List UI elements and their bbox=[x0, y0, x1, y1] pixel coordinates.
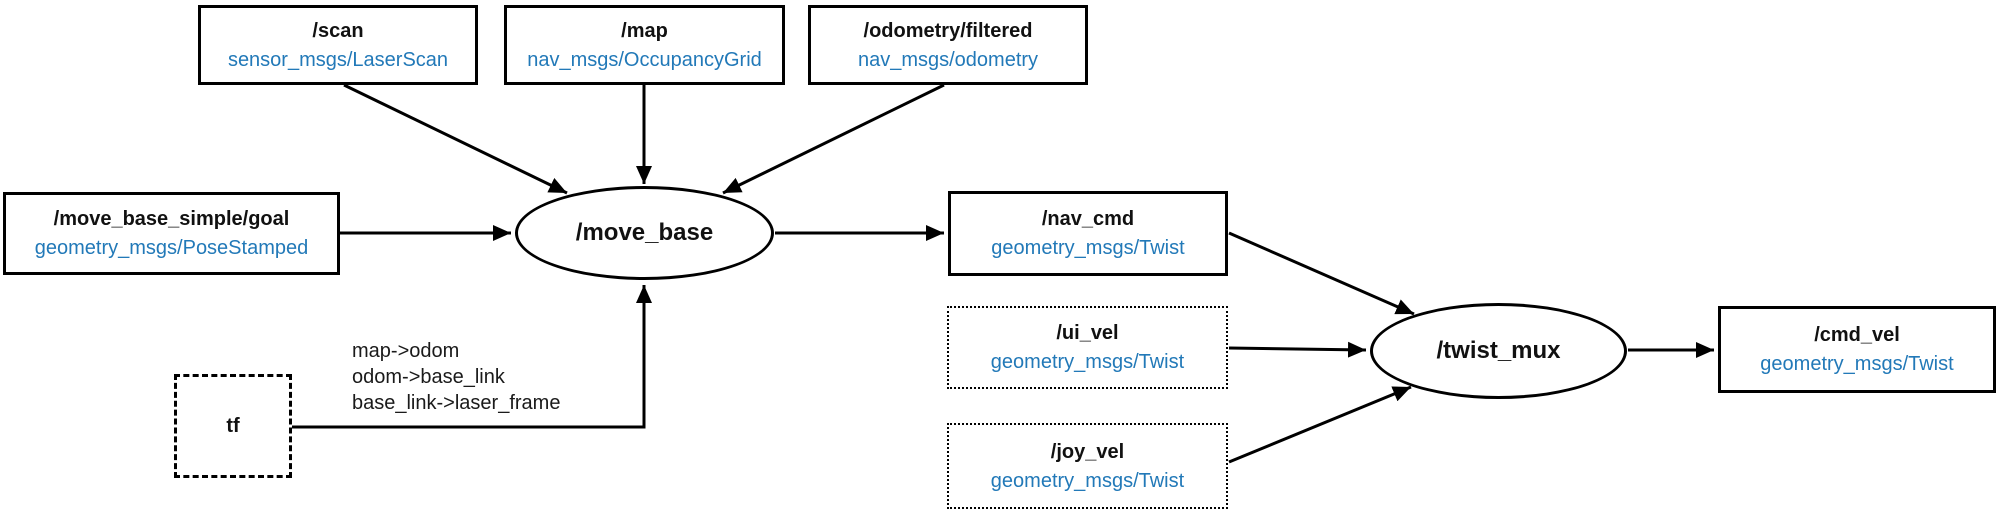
node-move-base-label: /move_base bbox=[575, 219, 714, 246]
node-cmd-vel-title: /cmd_vel bbox=[1814, 324, 1900, 346]
node-nav-cmd: /nav_cmd geometry_msgs/Twist bbox=[948, 191, 1228, 276]
edge-scan-to-move-base bbox=[343, 83, 568, 195]
node-ui-vel: /ui_vel geometry_msgs/Twist bbox=[947, 306, 1228, 389]
tf-edge-labels: map->odom odom->base_link base_link->las… bbox=[352, 338, 560, 416]
tf-edge-label-2: odom->base_link bbox=[352, 366, 505, 388]
node-move-base-simple-goal: /move_base_simple/goal geometry_msgs/Pos… bbox=[3, 192, 340, 275]
node-twist-mux: /twist_mux bbox=[1370, 303, 1627, 399]
tf-edge-label-3: base_link->laser_frame bbox=[352, 392, 561, 414]
node-nav-cmd-type: geometry_msgs/Twist bbox=[991, 237, 1185, 259]
node-joy-vel-type: geometry_msgs/Twist bbox=[990, 469, 1185, 492]
node-scan: /scan sensor_msgs/LaserScan bbox=[198, 5, 478, 85]
node-joy-vel-title: /joy_vel bbox=[1050, 440, 1125, 463]
node-odometry-filtered: /odometry/filtered nav_msgs/odometry bbox=[808, 5, 1088, 85]
node-cmd-vel: /cmd_vel geometry_msgs/Twist bbox=[1718, 306, 1996, 393]
node-nav-cmd-title: /nav_cmd bbox=[1041, 208, 1135, 230]
node-scan-title: /scan bbox=[312, 19, 364, 42]
node-cmd-vel-type: geometry_msgs/Twist bbox=[1760, 353, 1954, 375]
tf-edge-label-1: map->odom bbox=[352, 340, 460, 362]
node-move-base: /move_base bbox=[515, 186, 774, 280]
node-odometry-filtered-type: nav_msgs/odometry bbox=[857, 48, 1039, 71]
node-map: /map nav_msgs/OccupancyGrid bbox=[504, 5, 785, 85]
node-map-type: nav_msgs/OccupancyGrid bbox=[527, 48, 762, 71]
edge-ui-vel-to-twist-mux bbox=[1228, 341, 1367, 358]
node-move-base-simple-goal-title: /move_base_simple/goal bbox=[53, 208, 290, 230]
node-move-base-simple-goal-type: geometry_msgs/PoseStamped bbox=[34, 237, 309, 259]
node-map-title: /map bbox=[621, 19, 668, 42]
edge-odometry-to-move-base bbox=[722, 83, 945, 195]
edge-nav-cmd-to-twist-mux bbox=[1228, 231, 1415, 316]
node-ui-vel-type: geometry_msgs/Twist bbox=[990, 351, 1185, 373]
node-ui-vel-title: /ui_vel bbox=[1056, 322, 1119, 344]
node-scan-type: sensor_msgs/LaserScan bbox=[227, 48, 449, 71]
node-odometry-filtered-title: /odometry/filtered bbox=[863, 19, 1033, 42]
node-tf-label: tf bbox=[226, 415, 240, 437]
edge-tf-to-move-base bbox=[292, 285, 652, 429]
node-twist-mux-label: /twist_mux bbox=[1436, 337, 1561, 364]
node-joy-vel: /joy_vel geometry_msgs/Twist bbox=[947, 423, 1228, 509]
node-tf: tf bbox=[174, 374, 292, 478]
edge-joy-vel-to-twist-mux bbox=[1228, 385, 1412, 464]
